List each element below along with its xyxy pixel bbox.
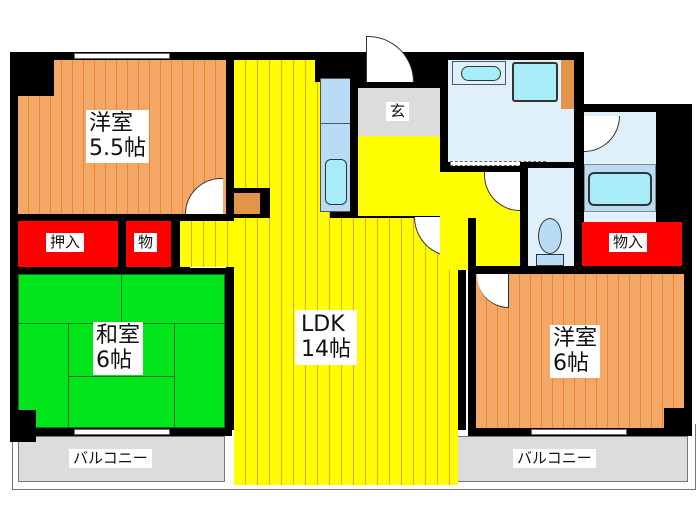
japanese-room-label: 和室 6帖 [93, 322, 144, 375]
wall-entrance [358, 82, 444, 90]
washbasin-counter [452, 61, 506, 85]
ldk-size: 14帖 [301, 337, 351, 363]
wall-ldk-top-right [315, 52, 363, 82]
building-outline-bottom [12, 424, 696, 490]
western-room-1-size: 5.5帖 [89, 136, 146, 162]
kitchen-counter [320, 78, 352, 212]
storage-mono-small: 物 [126, 221, 171, 267]
closet-oshiire: 押入 [18, 221, 118, 267]
window-western-2 [531, 429, 627, 435]
toilet-icon [538, 218, 562, 254]
washing-machine-icon [512, 62, 558, 102]
entrance-label: 玄 [386, 102, 410, 122]
western-room-2-size: 6帖 [553, 351, 589, 377]
tatami-1 [18, 274, 122, 324]
japanese-room-size: 6帖 [96, 348, 132, 374]
washroom-cabinet [561, 60, 574, 109]
wall-japanese-pillar [10, 410, 36, 442]
storage-mono-right-label: 物入 [609, 233, 648, 253]
washbasin-icon [461, 66, 501, 81]
bathtub-icon [588, 172, 652, 206]
balcony-right: バルコニー [448, 436, 688, 482]
western-room-2 [476, 274, 684, 428]
entrance: 玄 [358, 88, 440, 136]
window-western-1 [74, 53, 170, 59]
ldk-cabinet [234, 193, 260, 214]
kitchen-counter-divider [321, 123, 351, 124]
western-room-2-type: 洋室 [553, 326, 598, 351]
kitchen-sink-icon [325, 159, 347, 205]
closet-oshiire-label: 押入 [46, 233, 85, 253]
wall-corner-pillar [18, 60, 54, 96]
ldk-label: LDK 14帖 [295, 310, 357, 365]
balcony-left: バルコニー [18, 436, 225, 482]
japanese-room-type: 和室 [96, 323, 141, 348]
ldk-left-strip [180, 221, 234, 267]
tatami-6 [174, 323, 225, 428]
entrance-door[interactable] [366, 36, 414, 82]
wall-kitchen [350, 78, 358, 218]
storage-mono-right: 物入 [582, 222, 682, 267]
tatami-2 [121, 274, 225, 324]
wall-western-2-pillar [664, 408, 684, 430]
wall-hallway [468, 218, 476, 270]
toilet-tank-icon [536, 254, 564, 266]
ldk-type: LDK [301, 312, 345, 337]
western-room-1-type: 洋室 [89, 111, 134, 136]
western-room-2-label: 洋室 6帖 [550, 325, 601, 378]
hallway [358, 136, 440, 216]
western-room-1-label: 洋室 5.5帖 [86, 110, 149, 163]
storage-mono-small-label: 物 [134, 233, 158, 253]
balcony-right-label: バルコニー [513, 449, 596, 469]
window-japanese [74, 429, 170, 435]
tatami-5 [68, 376, 175, 428]
balcony-left-label: バルコニー [69, 449, 152, 469]
